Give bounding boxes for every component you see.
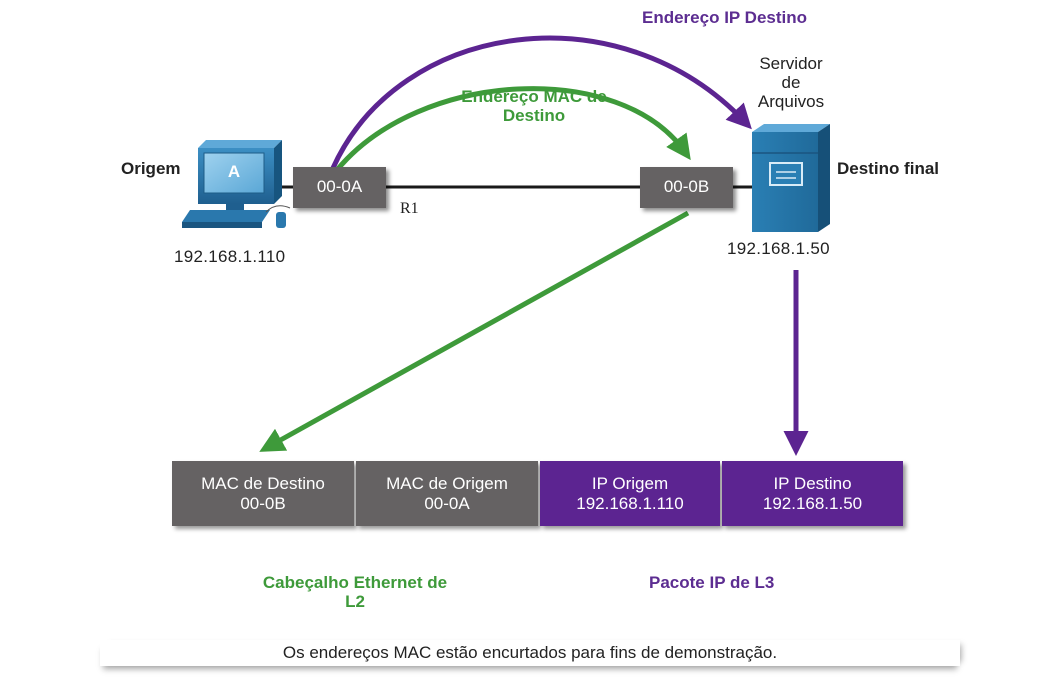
dest-ip-arrow [330,35,752,170]
frame-cell-value: 192.168.1.50 [762,493,863,513]
l2-header-label-line-1: Cabeçalho Ethernet de [262,573,448,592]
l2-header-label-line-2: L2 [345,592,365,611]
source-label: Origem [121,159,181,178]
pc-icon [182,140,291,228]
l2-header-label: Cabeçalho Ethernet de L2 [235,573,475,611]
frame-cell-value: 00-0A [424,493,470,513]
file-server-icon [752,124,830,232]
frame-cell-value: 192.168.1.110 [576,493,684,513]
l3-packet-label: Pacote IP de L3 [649,573,775,592]
server-title-line-3: Arquivos [757,92,825,111]
router-port-right-mac: 00-0B [640,167,733,208]
frame-cell-title: MAC de Origem [386,473,508,493]
dest-ip-arrow-label: Endereço IP Destino [642,8,808,27]
frame-cell-dest-mac: MAC de Destino 00-0B [172,461,354,526]
frame-cell-src-mac: MAC de Origem 00-0A [356,461,538,526]
server-title: Servidor de Arquivos [741,54,841,111]
dest-ip: 192.168.1.50 [727,239,830,258]
dest-mac-arrow [335,86,691,172]
pc-letter: A [227,162,241,181]
frame-cell-dest-ip: IP Destino 192.168.1.50 [722,461,903,526]
frame-cell-title: MAC de Destino [201,473,325,493]
frame-cell-title: IP Destino [773,473,852,493]
final-destination-label: Destino final [837,159,940,178]
server-title-line-2: de [781,73,801,92]
source-ip: 192.168.1.110 [174,247,286,266]
frame-cell-src-ip: IP Origem 192.168.1.110 [540,461,720,526]
router-port-left-mac: 00-0A [293,167,386,208]
l2-header-arrow [259,210,690,452]
frame-cell-title: IP Origem [591,473,669,493]
server-title-line-1: Servidor [759,54,823,73]
frame-cell-value: 00-0B [240,493,286,513]
dest-mac-arrow-label-line-2: Destino [502,106,566,125]
footnote: Os endereços MAC estão encurtados para f… [100,640,960,666]
dest-mac-arrow-label: Endereço MAC de Destino [434,87,634,125]
dest-mac-arrow-label-line-1: Endereço MAC de [461,87,607,106]
router-label: R1 [400,200,419,217]
